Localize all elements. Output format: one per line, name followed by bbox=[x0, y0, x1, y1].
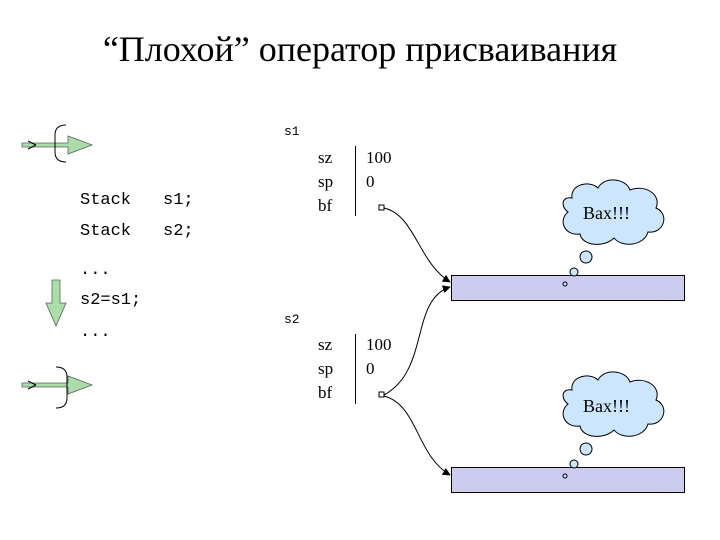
code-var-s1: s1; bbox=[163, 191, 194, 210]
cloud-text-2: Вах!!! bbox=[583, 396, 630, 416]
s1-value-sz: 100 bbox=[366, 148, 392, 167]
s2-value-sp: 0 bbox=[366, 359, 375, 378]
s1-separator bbox=[355, 146, 356, 216]
code-var-s2: s2; bbox=[163, 222, 194, 241]
down-arrow-icon bbox=[45, 279, 67, 328]
code-ellipsis-1: ... bbox=[80, 261, 111, 280]
s2-label: s2 bbox=[284, 312, 300, 327]
thought-cloud-2 bbox=[562, 371, 665, 479]
s1-field-sz: sz bbox=[318, 148, 333, 167]
cloud-text-1: Вах!!! bbox=[583, 203, 630, 223]
memory-block-2 bbox=[451, 467, 685, 493]
s1-value-sp: 0 bbox=[366, 172, 375, 191]
s1-field-bf: bf bbox=[318, 196, 333, 215]
s2-field-sp: sp bbox=[318, 359, 334, 378]
code-ellipsis-2: ... bbox=[80, 323, 111, 342]
memory-block-1 bbox=[451, 275, 685, 301]
code-assignment: s2=s1; bbox=[80, 291, 142, 310]
s2-separator bbox=[355, 334, 356, 404]
thought-cloud-1 bbox=[562, 179, 665, 287]
code-stack-keyword-2: Stack bbox=[80, 222, 132, 241]
code-stack-keyword-1: Stack bbox=[80, 191, 132, 210]
s1-field-sp: sp bbox=[318, 172, 334, 191]
s2-value-sz: 100 bbox=[366, 335, 392, 354]
s2-field-sz: sz bbox=[318, 335, 333, 354]
entry-arrow-icon bbox=[21, 124, 94, 163]
exit-arrow-icon bbox=[21, 366, 94, 409]
s1-bf-pointer bbox=[378, 204, 451, 283]
s2-field-bf: bf bbox=[318, 383, 333, 402]
slide-title: “Плохой” оператор присваивания bbox=[102, 29, 618, 69]
s2-bf-pointer-shared bbox=[378, 285, 451, 476]
s1-label: s1 bbox=[284, 124, 300, 139]
